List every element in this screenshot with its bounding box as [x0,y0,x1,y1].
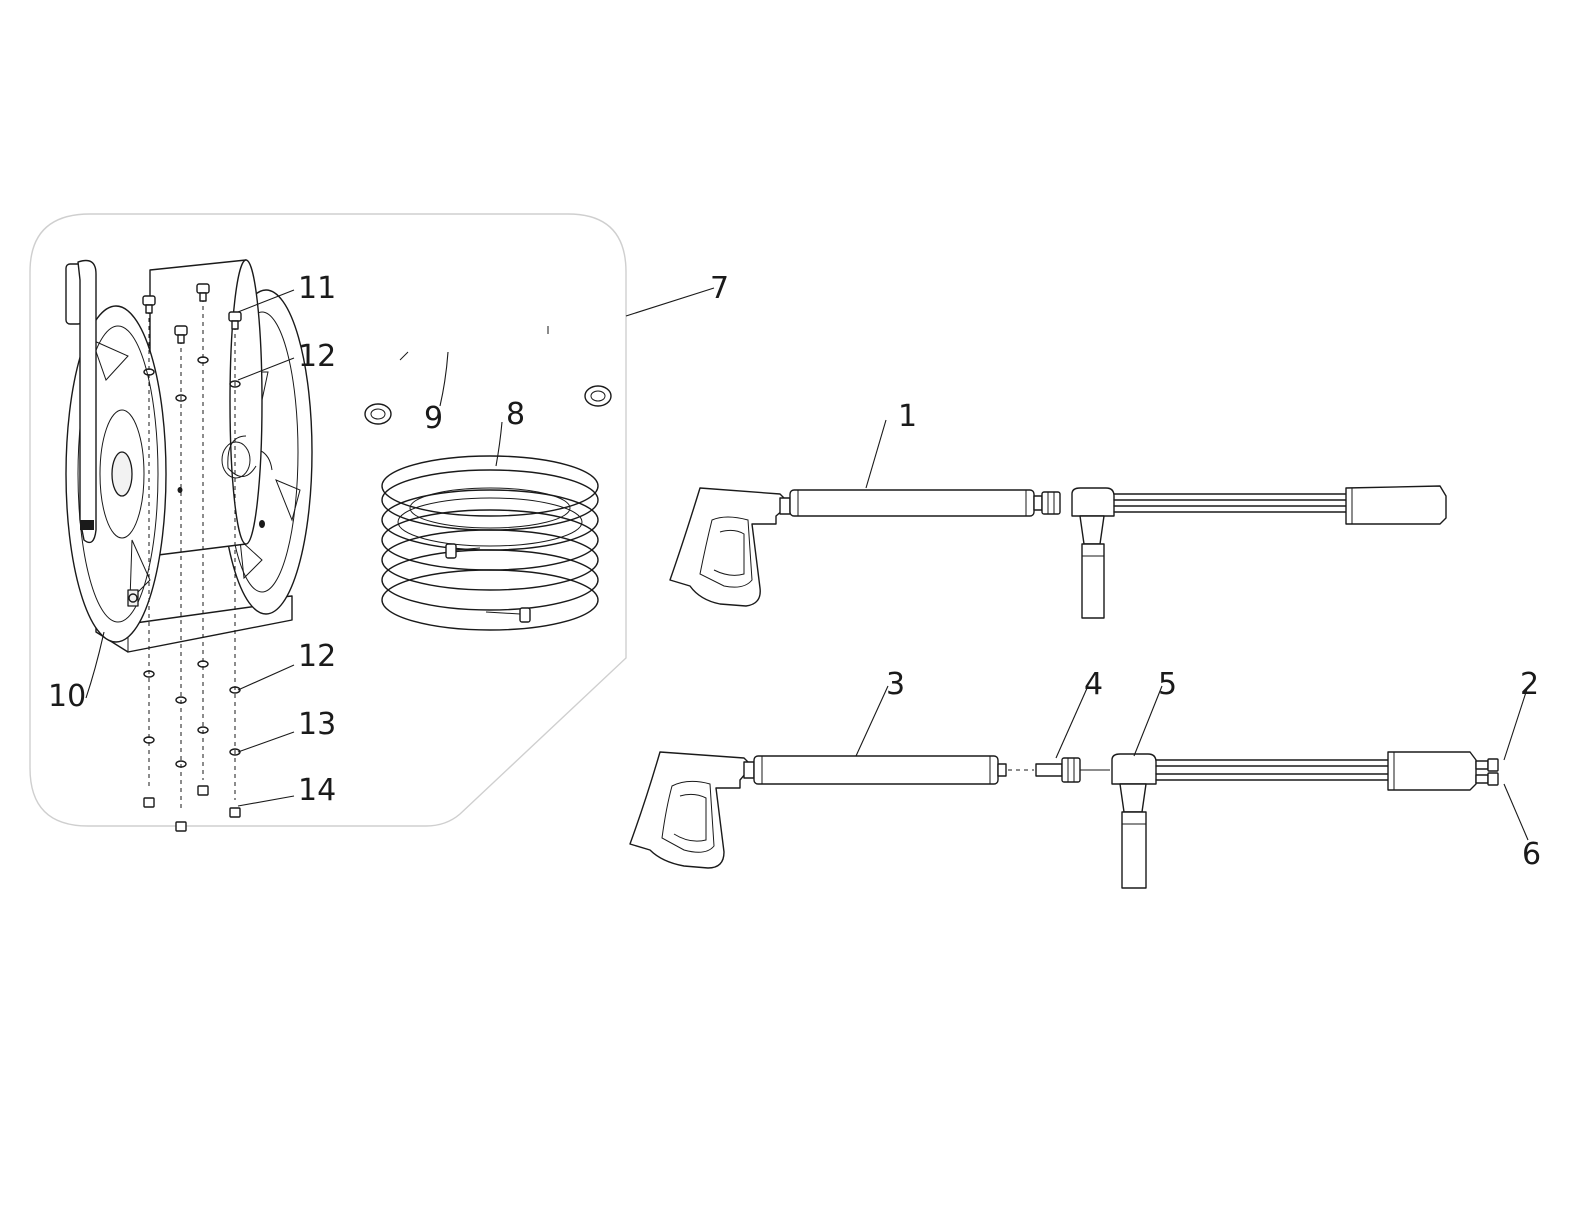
callout-9: 9 [424,401,443,436]
washer-upper [143,356,241,402]
callout-12-upper: 12 [298,339,336,374]
callout-4: 4 [1084,667,1103,702]
leader-lines [85,287,1529,841]
hose-fitting [364,385,612,425]
callout-labels: 1 2 3 4 5 6 7 8 9 10 11 12 12 13 14 [48,271,1541,872]
callout-2: 2 [1520,667,1539,702]
callout-14: 14 [298,773,336,808]
callout-6: 6 [1522,837,1541,872]
callout-3: 3 [886,667,905,702]
callout-1: 1 [898,399,917,434]
hex-nut [143,785,241,832]
reel-kit-panel [29,213,627,827]
washer-lower [143,660,241,704]
nozzle-tip [1475,758,1499,786]
spray-gun-assembly [669,485,1447,619]
callout-12-lower: 12 [298,639,336,674]
callout-8: 8 [506,397,525,432]
coiled-hose [381,455,599,631]
lock-washer [143,726,241,768]
callout-10: 10 [48,679,86,714]
reel-fasteners [142,283,242,832]
callout-13: 13 [298,707,336,742]
callout-7: 7 [710,271,729,306]
cap-screw [142,283,242,344]
callout-11: 11 [298,271,336,306]
hose-reel-assembly [65,259,313,653]
spray-gun-exploded [629,751,1499,889]
jumper-hose [364,322,612,425]
callout-5: 5 [1158,667,1177,702]
